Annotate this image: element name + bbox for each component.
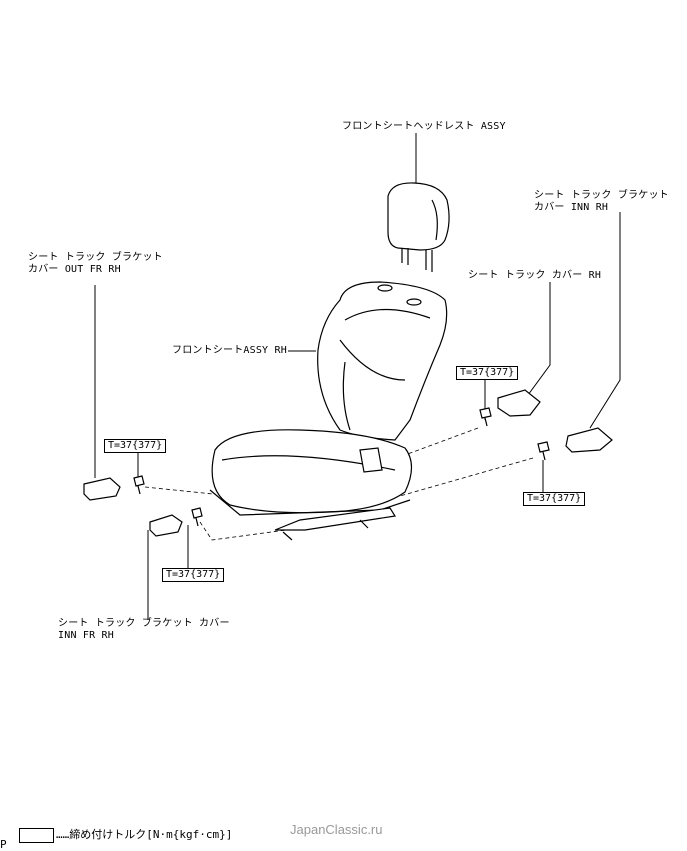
torque-box: T=37{377}: [523, 492, 586, 506]
label-cover-inn-fr-line2: INN FR RH: [58, 630, 114, 641]
cover-out-fr-icon: [83, 477, 121, 501]
torque-box: T=37{377}: [104, 439, 167, 453]
label-headrest: フロントシートヘッドレスト ASSY: [342, 121, 506, 132]
page-mark: P: [0, 838, 7, 851]
dash-right: [399, 457, 534, 497]
leader-cover-inn-rh: [589, 212, 621, 429]
bolt-icon: [133, 475, 145, 495]
label-cover-inn-fr-line1: シート トラック ブラケット カバー: [58, 618, 230, 629]
dash-left: [144, 486, 214, 495]
dash-mid: [404, 427, 479, 456]
track-cover-rh-icon: [497, 389, 541, 417]
legend-torque-box: [19, 828, 54, 843]
legend-text: ……締め付けトルク[N·m{kgf·cm}]: [56, 828, 233, 841]
label-cover-inn-rh-line1: シート トラック ブラケット: [534, 190, 669, 201]
label-seat-assy: フロントシートASSY RH: [172, 345, 287, 356]
leader-track-cover-rh: [527, 282, 551, 396]
torque-box: T=37{377}: [456, 366, 519, 380]
label-track-cover-rh: シート トラック カバー RH: [468, 270, 602, 281]
label-cover-out-fr-line1: シート トラック ブラケット: [28, 252, 163, 263]
bolt-icon: [191, 507, 203, 527]
watermark: JapanClassic.ru: [290, 822, 383, 837]
torque-box: T=37{377}: [162, 568, 225, 582]
bolt-icon: [537, 441, 550, 461]
seat-assy-icon: [209, 281, 448, 541]
cover-inn-rh-icon: [565, 427, 613, 453]
headrest-icon: [387, 182, 450, 272]
label-cover-out-fr-line2: カバー OUT FR RH: [28, 264, 121, 275]
label-cover-inn-rh-line2: カバー INN RH: [534, 202, 609, 213]
cover-inn-fr-icon: [149, 514, 183, 537]
bolt-icon: [479, 407, 492, 427]
